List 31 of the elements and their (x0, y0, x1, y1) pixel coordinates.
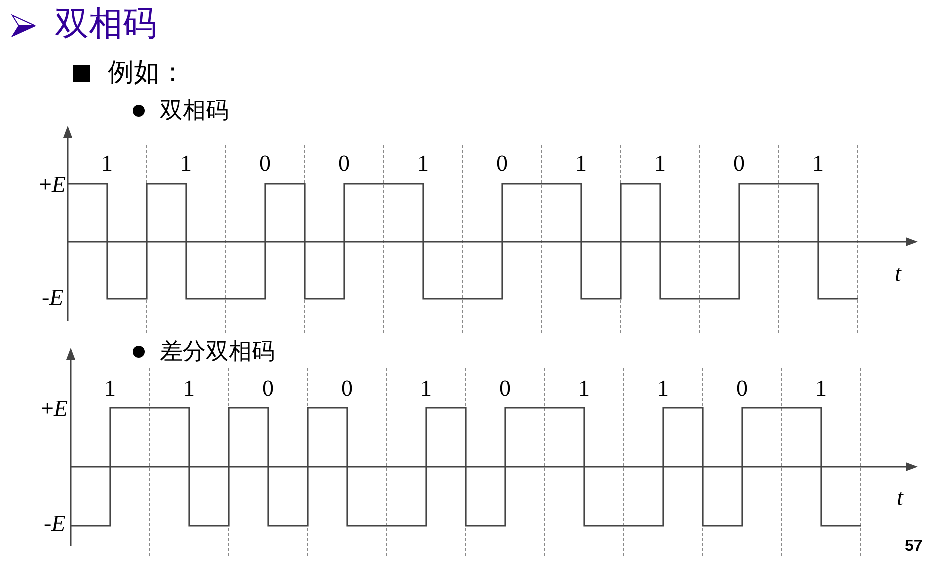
bit-value: 1 (420, 377, 432, 400)
level-label: -E (42, 286, 64, 309)
slide-title: 双相码 (55, 7, 157, 41)
time-axis-label: t (897, 486, 904, 509)
bit-value: 0 (496, 152, 508, 175)
bit-value: 1 (578, 377, 590, 400)
bit-value: 1 (184, 377, 195, 400)
list-item: 双相码 (160, 99, 229, 122)
bit-value: 0 (262, 377, 274, 400)
level-label: +E (41, 397, 68, 420)
bit-value: 0 (736, 377, 748, 400)
bit-value: 1 (102, 152, 113, 175)
bit-value: 1 (576, 152, 587, 175)
bit-value: 1 (418, 152, 429, 175)
bit-value: 1 (104, 377, 116, 400)
bit-value: 0 (342, 377, 353, 400)
bit-value: 0 (734, 152, 745, 175)
time-axis-label: t (895, 262, 902, 285)
bit-value: 1 (812, 152, 824, 175)
list-item: 差分双相码 (160, 340, 275, 363)
bit-value: 1 (654, 152, 666, 175)
bit-value: 1 (658, 377, 669, 400)
bit-value: 0 (500, 377, 511, 400)
page-number: 57 (905, 539, 923, 555)
bit-value: 1 (180, 152, 192, 175)
bit-value: 1 (816, 377, 827, 400)
bit-value: 0 (338, 152, 350, 175)
bit-value: 0 (260, 152, 271, 175)
level-label: +E (39, 173, 66, 196)
level-label: -E (44, 512, 66, 535)
subheading: 例如： (108, 59, 186, 85)
